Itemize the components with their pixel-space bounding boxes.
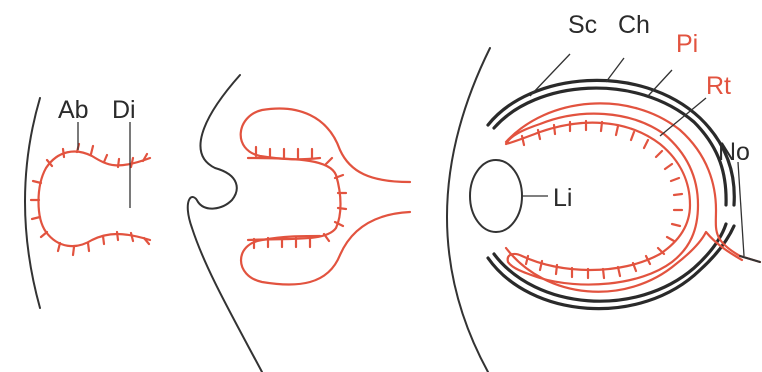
stage-2-cup-inner-wall — [248, 158, 341, 240]
label-ch: Ch — [618, 11, 650, 39]
stage-2-ectoderm-with-lens-pit — [188, 75, 262, 372]
no-optic-nerve — [740, 256, 760, 262]
li-lens — [470, 160, 522, 232]
label-pi: Pi — [676, 30, 698, 58]
label-ab: Ab — [58, 96, 89, 124]
stage-2-optic-cup — [188, 75, 410, 372]
rt-neural-retina — [506, 114, 698, 285]
no-leader-line — [738, 162, 744, 256]
label-no: No — [718, 138, 750, 166]
stage-1-vesicle-wall — [39, 152, 151, 247]
label-rt: Rt — [706, 72, 731, 100]
ch-leader-line — [606, 58, 624, 82]
stage-2-cup-outer-wall — [241, 109, 410, 182]
label-li: Li — [553, 184, 572, 212]
label-di: Di — [112, 96, 136, 124]
stage-1-vesicle-bristles — [31, 144, 149, 255]
label-sc: Sc — [568, 11, 597, 39]
stage-2-cup-lower-wall — [241, 212, 410, 285]
stage-3-surface-ectoderm — [447, 48, 490, 372]
stage-1-optic-vesicle — [25, 98, 150, 308]
